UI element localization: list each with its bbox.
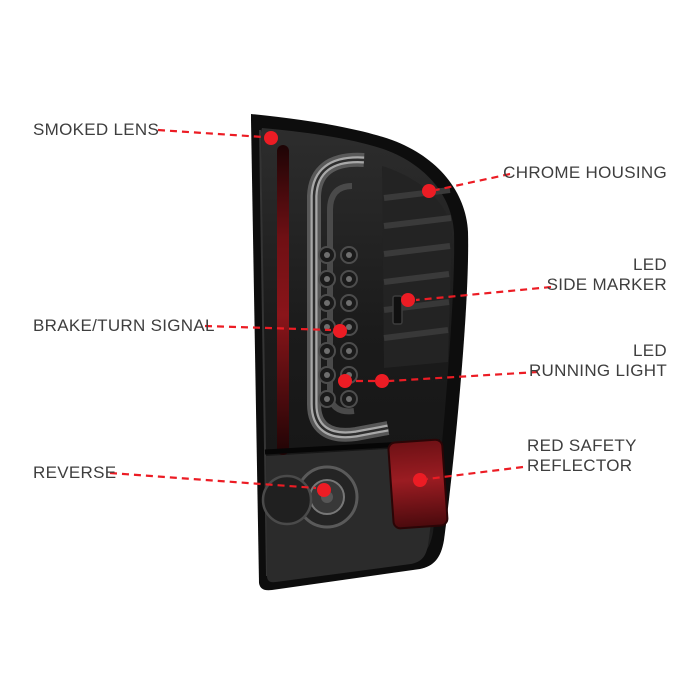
callout-dot-led-running-light-right (375, 374, 389, 388)
red-inner-strip (277, 145, 289, 455)
callout-line-brake-turn-signal (204, 324, 332, 332)
callout-line-reverse (109, 471, 317, 490)
callout-dots (264, 131, 436, 497)
callout-label-line: REFLECTOR (527, 456, 633, 475)
tail-light-image (251, 114, 469, 591)
callout-lines (109, 128, 552, 490)
callout-dot-red-safety-reflector (413, 473, 427, 487)
reverse-reflector-ring (261, 474, 313, 526)
callout-line-red-safety-reflector (426, 465, 524, 481)
callout-line-smoked-lens (157, 128, 264, 139)
callout-label-led-side-marker: LED SIDE MARKER (547, 255, 667, 295)
callout-label-line: LED (633, 255, 667, 274)
callout-label-line: SIDE MARKER (546, 275, 667, 294)
callout-label-smoked-lens: SMOKED LENS (33, 120, 160, 139)
led-array (318, 246, 358, 408)
callout-label-line: RED SAFETY (527, 436, 637, 455)
callout-line-chrome-housing (435, 172, 511, 192)
callout-label-brake-turn-signal: BRAKE/TURN SIGNAL (33, 316, 215, 335)
callout-label-line: RUNNING LIGHT (528, 361, 667, 380)
callout-label-led-running-light: LED RUNNING LIGHT (529, 341, 667, 381)
callout-line-led-running-light (388, 370, 539, 383)
reverse-section (261, 438, 449, 583)
callout-label-chrome-housing: CHROME HOUSING (503, 163, 667, 182)
callout-dot-led-running-light-left (338, 374, 352, 388)
callout-label-line: LED (633, 341, 667, 360)
callout-dot-brake-turn-signal (333, 324, 347, 338)
callout-dot-smoked-lens (264, 131, 278, 145)
callout-label-reverse: REVERSE (33, 463, 117, 482)
callout-dot-led-side-marker (401, 293, 415, 307)
callout-dot-reverse (317, 483, 331, 497)
callout-label-red-safety-reflector: RED SAFETY REFLECTOR (527, 436, 637, 476)
callout-dot-chrome-housing (422, 184, 436, 198)
callout-line-led-side-marker (415, 285, 552, 302)
side-marker-notch (392, 295, 403, 325)
